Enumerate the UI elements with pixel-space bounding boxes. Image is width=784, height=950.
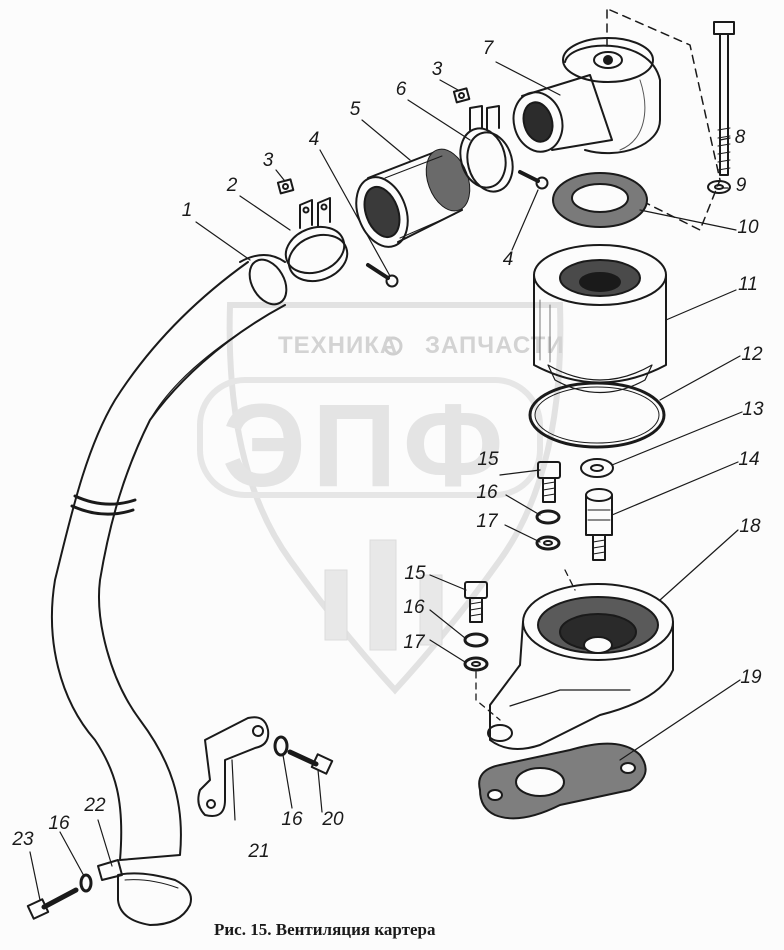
part-4-screw-right — [518, 170, 549, 190]
part-19-flange-gasket — [478, 742, 647, 820]
callout-5: 5 — [349, 99, 361, 120]
callout-4: 4 — [502, 249, 514, 270]
callout-13: 13 — [742, 399, 764, 420]
part-21-bracket — [197, 716, 270, 817]
part-15-bolt-lower — [464, 581, 488, 623]
leader-lines — [29, 61, 743, 901]
callout-12: 12 — [741, 344, 763, 365]
part-16-lock-washer-bracket — [273, 735, 289, 757]
callout-16: 16 — [48, 813, 70, 834]
figure-caption: Рис. 15. Вентиляция картера — [214, 920, 436, 939]
part-4-screw-left — [366, 263, 399, 288]
part-7-elbow-fitting — [512, 37, 661, 155]
part-16-lock-washer-lower — [463, 632, 489, 648]
part-6-hose-clamp — [459, 105, 514, 193]
watermark-big-letters: ЭПФ — [222, 380, 510, 512]
callout-7: 7 — [482, 38, 494, 59]
part-10-felt-gasket — [552, 172, 648, 228]
callout-2: 2 — [226, 175, 238, 196]
callout-16: 16 — [281, 809, 303, 830]
part-3-nut-right — [452, 87, 471, 104]
part-8-long-bolt — [713, 21, 735, 176]
part-17-washer-lower — [463, 656, 489, 672]
part-23-bolt — [26, 887, 79, 920]
callout-17: 17 — [476, 511, 498, 532]
callout-4: 4 — [308, 129, 320, 150]
part-16-lock-washer-clamp — [79, 873, 93, 893]
part-2-hose-clamp — [284, 197, 349, 283]
part-11-filter-body — [533, 244, 667, 394]
gear-icon — [383, 336, 403, 356]
part-17-washer-upper — [535, 535, 561, 551]
part-13-washer — [580, 458, 614, 478]
callout-20: 20 — [322, 809, 344, 830]
watermark-left-word: ТЕХНИКА — [278, 332, 399, 359]
part-14-nozzle-fitting — [585, 488, 613, 561]
part-12-o-ring — [528, 381, 666, 449]
callout-17: 17 — [403, 632, 425, 653]
callout-1: 1 — [181, 200, 193, 221]
part-20-bolt — [287, 749, 334, 775]
part-15-bolt-upper — [537, 461, 561, 503]
assembly-axis-line — [599, 9, 721, 231]
callout-10: 10 — [737, 217, 759, 238]
callout-16: 16 — [476, 482, 498, 503]
callout-11: 11 — [738, 274, 758, 295]
part-3-nut-left — [276, 178, 295, 195]
callout-18: 18 — [739, 516, 761, 537]
callout-22: 22 — [84, 795, 106, 816]
callout-21: 21 — [248, 841, 270, 862]
part-16-lock-washer-upper — [535, 509, 561, 525]
callout-19: 19 — [740, 667, 762, 688]
callout-15: 15 — [477, 449, 499, 470]
callout-6: 6 — [395, 79, 407, 100]
part-18-base-housing — [487, 583, 674, 750]
callout-3: 3 — [431, 59, 443, 80]
callout-15: 15 — [404, 563, 426, 584]
callout-14: 14 — [738, 449, 760, 470]
callout-3: 3 — [262, 150, 274, 171]
part-5-rubber-sleeve — [355, 148, 471, 248]
part-1-ventilation-tube — [50, 254, 288, 861]
callout-9: 9 — [735, 175, 747, 196]
callout-23: 23 — [12, 829, 34, 850]
part-22-pipe-clamp — [97, 859, 192, 926]
callout-8: 8 — [734, 127, 746, 148]
callout-16: 16 — [403, 597, 425, 618]
